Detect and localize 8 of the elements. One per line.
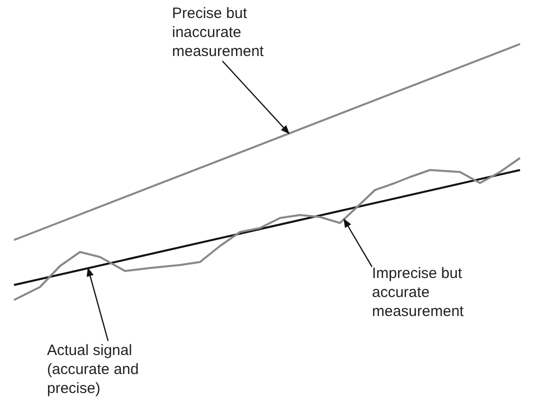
measurement-line [14,43,520,241]
callout-text: Precise but inaccurate measurement [172,4,312,61]
leader-line [343,218,373,268]
leader-line [222,60,290,134]
callout-text: Actual signal (accurate and precise) [47,341,177,398]
noisy-measurement-line [14,157,521,301]
callout-text: Imprecise but accurate measurement [372,264,512,321]
leader-line [86,267,109,342]
